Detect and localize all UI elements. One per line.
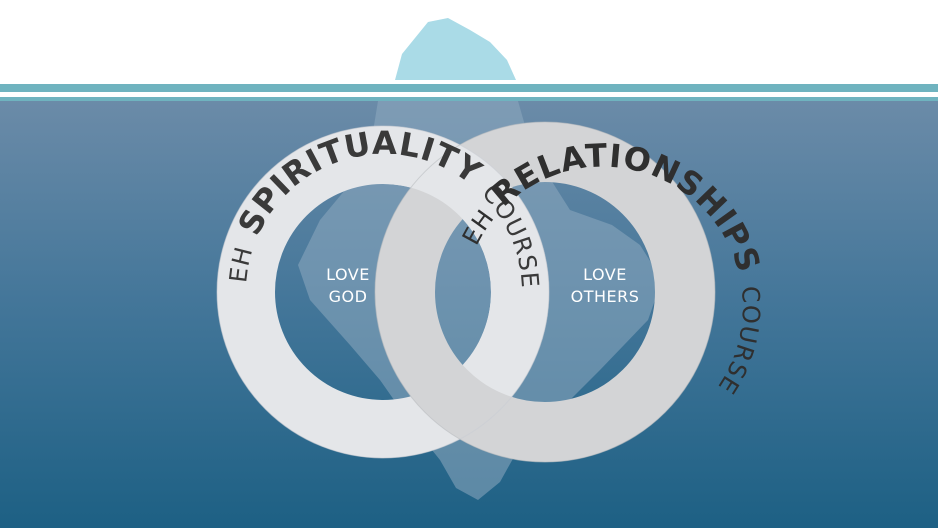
love-god-line1: LOVE — [326, 265, 370, 284]
submerged-iceberg — [298, 101, 662, 500]
love-god-line2: GOD — [329, 287, 368, 306]
relationships-ring — [375, 122, 715, 462]
love-others-line2: OTHERS — [571, 287, 640, 306]
spirituality-ring-edge — [216, 125, 550, 459]
waterline-gap — [0, 92, 938, 97]
love-others-line1: LOVE — [583, 265, 627, 284]
iceberg-tip — [395, 18, 516, 80]
spirituality-ring-overlap — [380, 126, 549, 340]
relationships-ring-edge — [374, 121, 716, 463]
waterline-top — [0, 84, 938, 92]
waterline-bottom — [0, 97, 938, 101]
